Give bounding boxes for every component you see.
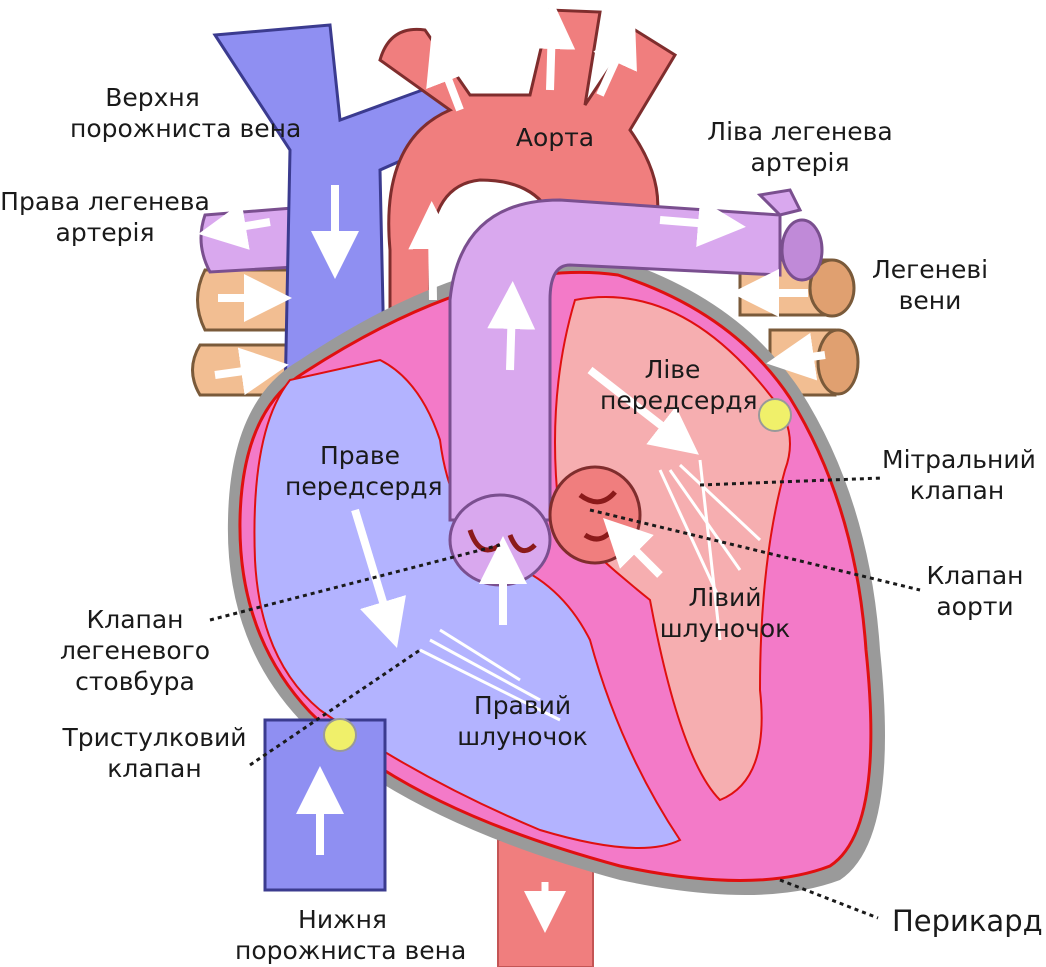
tricuspid-valve: [419, 628, 561, 722]
leader-lines: [209, 476, 921, 920]
aortic-valve: [548, 465, 642, 565]
coronary-vessels: [323, 398, 792, 752]
blood-flow-arrows: [198, 1, 826, 855]
label-pericardium: Перикард: [892, 904, 1043, 938]
mitral-valve: [658, 459, 762, 641]
inferior-vena-cava: [263, 718, 387, 892]
left-pulmonary-artery-tip: [756, 188, 803, 217]
pulmonary-trunk: [448, 198, 782, 522]
label-aorta: Аорта: [515, 123, 595, 152]
